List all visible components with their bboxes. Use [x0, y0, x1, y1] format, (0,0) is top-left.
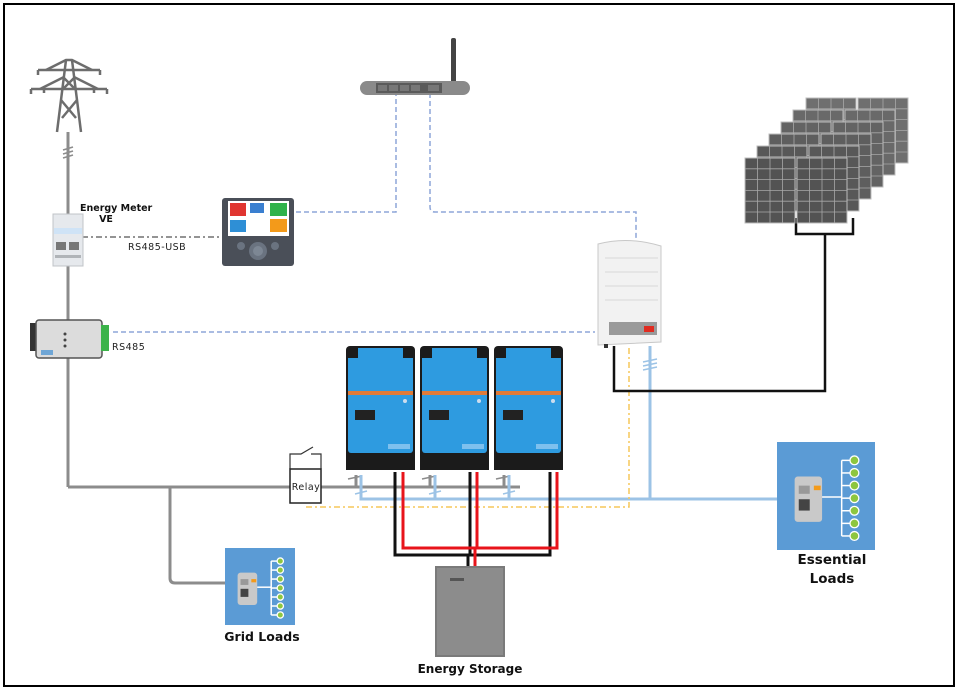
grid-loads-panel[interactable] [225, 548, 295, 625]
load-circuit-node [271, 584, 285, 592]
breaker-icon [237, 572, 258, 605]
load-circuit-node [841, 530, 860, 542]
load-circuit-node [271, 566, 285, 574]
multiplus-inverter[interactable] [346, 346, 415, 470]
phase-marks-ac-out [354, 358, 658, 495]
solar-panel [796, 157, 848, 224]
load-circuit-node [271, 593, 285, 601]
gx-control-device[interactable] [222, 198, 294, 266]
power-pylon-icon [29, 58, 109, 133]
pv-inverter[interactable] [597, 239, 662, 348]
energy-meter-label-line2: VE [99, 214, 113, 225]
rs485-energy-meter[interactable] [30, 319, 109, 359]
grid-loads-label: Grid Loads [224, 629, 299, 644]
breaker-icon [794, 476, 823, 522]
essential-loads-panel[interactable] [777, 442, 875, 550]
dc-positive-cables [401, 472, 559, 568]
energy-meter-label-line1: Energy Meter [80, 203, 153, 214]
solar-panels-icon [744, 97, 909, 224]
energy-storage-label: Energy Storage [418, 662, 523, 676]
rs485-usb-label: RS485-USB [128, 242, 186, 253]
energy-meter[interactable] [52, 213, 84, 267]
relay-signal-line [306, 346, 630, 508]
relay[interactable] [289, 446, 322, 504]
pv-dc-cable [612, 218, 855, 393]
load-circuit-node [841, 467, 860, 479]
load-circuit-node [271, 611, 285, 619]
load-panel-bg [777, 442, 875, 550]
energy-storage-battery[interactable] [435, 566, 505, 657]
load-circuit-node [841, 455, 860, 466]
essential-loads-label-line1: Essential [798, 552, 867, 568]
essential-ac-line [359, 346, 777, 501]
grid-ac-line [66, 132, 520, 585]
load-circuit-node [271, 602, 285, 610]
load-circuit-node [271, 575, 285, 583]
relay-label: Relay [292, 482, 321, 493]
dc-negative-cables [393, 472, 552, 568]
load-circuit-node [271, 557, 285, 565]
load-circuit-node [841, 480, 860, 491]
multiplus-inverter[interactable] [494, 346, 563, 470]
router-icon [360, 38, 470, 95]
multiplus-inverter[interactable] [420, 346, 489, 470]
essential-loads-label-line2: Loads [810, 571, 855, 587]
ethernet-lines [113, 93, 637, 333]
rs485-label: RS485 [112, 342, 145, 353]
load-circuit-node [841, 518, 860, 529]
solar-panel [744, 157, 796, 224]
load-circuit-node [841, 493, 860, 504]
load-circuit-node [841, 505, 860, 516]
diagram-frame [3, 3, 955, 687]
